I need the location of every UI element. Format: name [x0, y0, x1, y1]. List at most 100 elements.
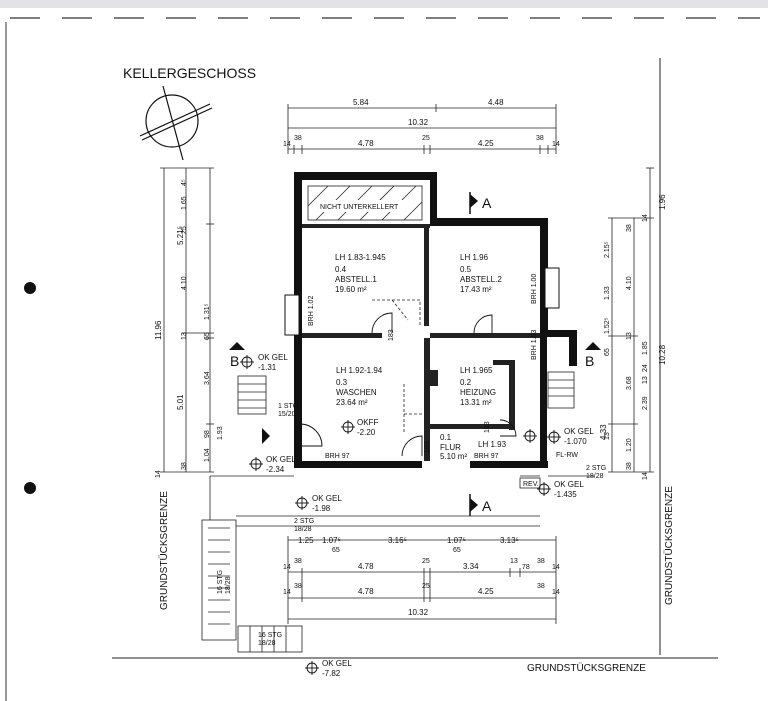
dim-bottom-23: 14 [552, 589, 560, 596]
dim-bottom-11: 25 [422, 558, 430, 565]
dim-right-3: 14 [642, 214, 649, 222]
dim-bottom-6: 65 [453, 547, 461, 554]
boundary-label-right: GRUNDSTÜCKSGRENZE [663, 486, 675, 605]
dim-right-mid2: 4.33 [599, 424, 608, 440]
section-label-b-left: B [230, 353, 239, 369]
stair-sub-4: 18/28 [225, 576, 232, 594]
level-label-4: OK GEL [312, 494, 342, 503]
level-label-6: OK GEL [554, 480, 584, 489]
note-rev: REV. [523, 481, 539, 488]
dim-right-11: 24 [642, 364, 649, 372]
dim-right-17: 13 [604, 432, 611, 440]
dim-right-4: 4.10 [626, 276, 633, 290]
dim-top-10: 14 [552, 141, 560, 148]
dimension-lines-left [160, 167, 214, 473]
dim-left-3: 4.10 [181, 276, 188, 290]
dim-bottom-10: 4.78 [358, 562, 374, 571]
room-lh-0-1: LH 1.93 [478, 440, 507, 449]
dim-right-9: 3.68 [626, 376, 633, 390]
dim-left-2: 25 [181, 226, 188, 234]
level-value-1: -1.31 [258, 363, 277, 372]
dim-bottom-7: 3.13⁵ [500, 536, 519, 545]
note-brh-4: BRH 97 [474, 453, 499, 460]
dim-right-outer: 1.96 [658, 194, 667, 210]
level-value-7: -7.82 [322, 669, 341, 678]
dim-left-4: 13 [181, 332, 188, 340]
boundary-label-bottom: GRUNDSTÜCKSGRENZE [527, 662, 646, 674]
section-label-b-right: B [585, 353, 594, 369]
dim-bottom-1: 1.25 [298, 536, 314, 545]
dim-top-8: 4.25 [478, 139, 494, 148]
dim-bottom-9: 38 [294, 558, 302, 565]
room-name-flur: FLUR [440, 443, 461, 452]
dim-right-10: 1.85 [642, 341, 649, 355]
room-number-0-5: 0.5 [460, 265, 472, 274]
dimension-lines-right [608, 167, 654, 473]
punch-hole [24, 482, 36, 494]
dim-bottom-2: 1.07⁵ [322, 536, 341, 545]
room-name-heizung: HEIZUNG [460, 388, 496, 397]
dim-top-4: 14 [283, 141, 291, 148]
level-marker-icon [240, 355, 561, 675]
room-number-0-3: 0.3 [336, 378, 348, 387]
note-fl-rw: FL-RW [556, 452, 578, 459]
room-name-waschen: WASCHEN [336, 388, 377, 397]
room-area-waschen: 23.64 m² [336, 398, 368, 407]
room-name-abstell-1: ABSTELL.1 [335, 275, 377, 284]
stair-label-3: 2 STG [586, 465, 606, 472]
top-strip [0, 0, 768, 8]
dim-bottom-12: 3.34 [463, 562, 479, 571]
dim-bottom-16: 14 [552, 564, 560, 571]
stair-label-1: 1 STG [278, 403, 298, 410]
window [284, 267, 560, 336]
dim-bottom-18: 38 [294, 583, 302, 590]
dim-right-15: 38 [626, 462, 633, 470]
dim-top-9: 38 [536, 135, 544, 142]
dim-left-13: 4⁵ [181, 179, 188, 186]
section-marker-icon [229, 192, 601, 516]
dim-left-8: 1.93 [217, 426, 224, 440]
dim-bottom-13: 13 [510, 558, 518, 565]
dim-right-8: 65 [604, 348, 611, 356]
room-lh-0-4: LH 1.83-1.945 [335, 253, 386, 262]
level-label-7: OK GEL [322, 659, 352, 668]
dim-bottom-19: 4.78 [358, 587, 374, 596]
dim-left-12: 14 [155, 470, 162, 478]
dim-left-5: 1.31⁵ [204, 303, 211, 320]
stair-sub-1: 15/20 [278, 411, 296, 418]
dim-left-outer: 11.96 [154, 320, 163, 340]
dim-right-2: 38 [626, 224, 633, 232]
punch-hole [24, 282, 36, 294]
dim-left-10: 1.04 [204, 448, 211, 462]
stair-sub-2: 18/28 [294, 526, 312, 533]
level-value-2: -2.20 [357, 428, 376, 437]
stair-label-2: 2 STG [294, 518, 314, 525]
door-size-1: 183 [424, 441, 431, 453]
dim-left-11: 38 [181, 462, 188, 470]
room-lh-0-2: LH 1.965 [460, 366, 493, 375]
room-number-0-4: 0.4 [335, 265, 347, 274]
section-label-a-top: A [482, 195, 492, 211]
dim-bottom-17: 14 [283, 589, 291, 596]
stair-label-4: 16 STG [217, 570, 224, 594]
dim-right-5: 1.33 [604, 286, 611, 300]
level-label-5: OK GEL [564, 427, 594, 436]
dim-top-1: 5.84 [353, 98, 369, 107]
boundary-label-left: GRUNDSTÜCKSGRENZE [158, 491, 170, 610]
door-size-2: 183 [484, 421, 491, 433]
dim-top-6: 4.78 [358, 139, 374, 148]
dim-bottom-4: 3.16⁵ [388, 536, 407, 545]
dim-bottom-14: 78 [522, 564, 530, 571]
dim-right-6: 13 [626, 332, 633, 340]
level-value-4: -1.98 [312, 504, 331, 513]
level-label-1: OK GEL [258, 353, 288, 362]
dim-right-13: 2.39 [642, 396, 649, 410]
stair-sub-3: 18/28 [586, 473, 604, 480]
room-lh-0-5: LH 1.96 [460, 253, 489, 262]
room-name-abstell-2: ABSTELL.2 [460, 275, 502, 284]
dimension-lines-top [287, 104, 557, 154]
dim-left-7: 3.64 [204, 371, 211, 385]
north-arrow-icon [139, 85, 213, 161]
level-label-2: OKFF [357, 418, 378, 427]
section-label-a-bottom: A [482, 498, 492, 514]
